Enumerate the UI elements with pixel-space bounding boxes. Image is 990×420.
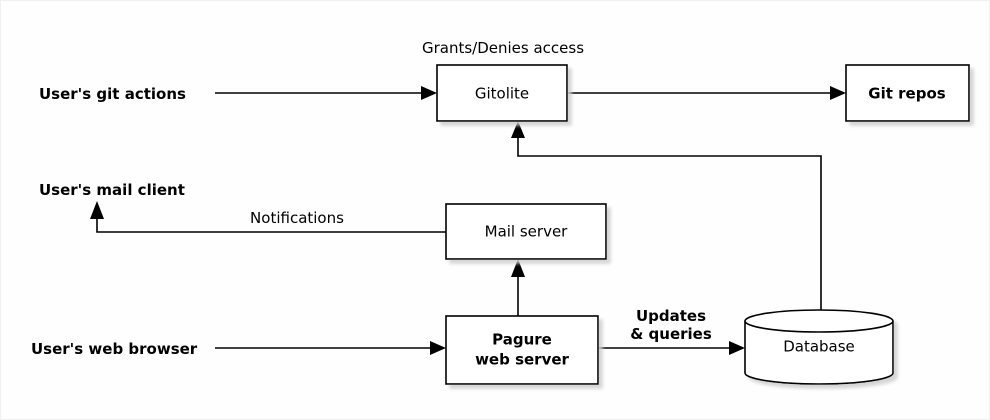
edge-git-actions-to-gitolite: [215, 86, 437, 100]
node-database[interactable]: Database: [744, 309, 894, 385]
node-gitolite-label: Gitolite: [475, 85, 529, 103]
label-users-web-browser: User's web browser: [31, 340, 198, 358]
node-gitolite[interactable]: Gitolite: [436, 64, 568, 122]
label-updates-queries-line2: & queries: [630, 325, 712, 343]
edge-pagure-to-mail-server: [511, 259, 525, 316]
node-mail-server-label: Mail server: [485, 223, 569, 241]
edge-database-to-gitolite: [511, 121, 822, 321]
label-notifications: Notifications: [250, 209, 344, 227]
node-database-label: Database: [783, 338, 855, 356]
edge-mail-server-to-mail-client: [90, 201, 446, 233]
arrow-head-icon: [90, 201, 104, 219]
label-users-git-actions: User's git actions: [39, 85, 186, 103]
arrow-head-icon: [511, 259, 525, 277]
edge-gitolite-to-git-repos: [567, 86, 846, 100]
arrow-head-icon: [511, 121, 525, 138]
edge-web-browser-to-pagure: [215, 341, 446, 355]
arrow-head-icon: [830, 86, 846, 100]
edge-pagure-to-database: [598, 341, 745, 355]
node-pagure-web-server[interactable]: Pagure web server: [445, 315, 599, 385]
label-users-mail-client: User's mail client: [39, 181, 185, 199]
node-pagure-web-server-label-line2: web server: [475, 351, 569, 369]
label-grants-denies-access: Grants/Denies access: [422, 39, 584, 57]
arrow-head-icon: [421, 86, 437, 100]
node-mail-server[interactable]: Mail server: [445, 203, 607, 260]
arrow-head-icon: [430, 341, 446, 355]
node-pagure-web-server-label-line1: Pagure: [492, 331, 552, 349]
arrow-head-icon: [729, 341, 745, 355]
label-updates-queries-line1: Updates: [636, 307, 706, 325]
node-git-repos[interactable]: Git repos: [845, 64, 970, 122]
node-git-repos-label: Git repos: [868, 85, 945, 103]
